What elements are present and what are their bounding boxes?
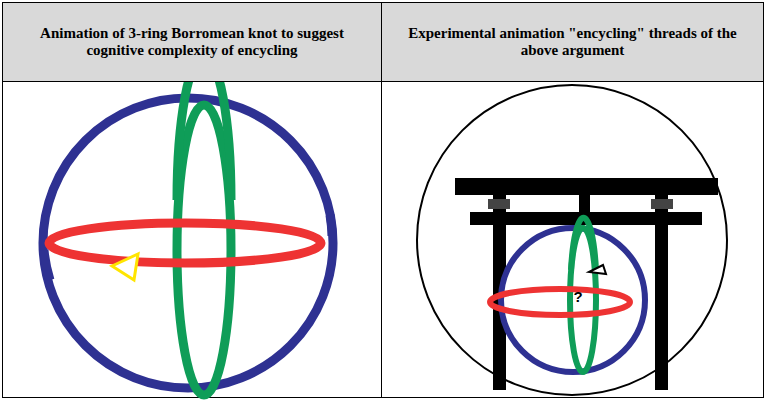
header-cell: Animation of 3-ring Borromean knot to su…	[2, 2, 382, 82]
table-border	[3, 82, 764, 398]
question-mark: ?	[573, 289, 582, 304]
direction-arrow	[112, 254, 138, 280]
header-cell: Experimental animation "encycling" threa…	[381, 2, 764, 82]
header-text: Animation of 3-ring Borromean knot to su…	[27, 25, 357, 60]
header-text: Experimental animation "encycling" threa…	[403, 25, 743, 60]
torii-illustration	[417, 85, 727, 395]
column-divider	[381, 81, 382, 398]
borromean-knot	[43, 55, 333, 395]
